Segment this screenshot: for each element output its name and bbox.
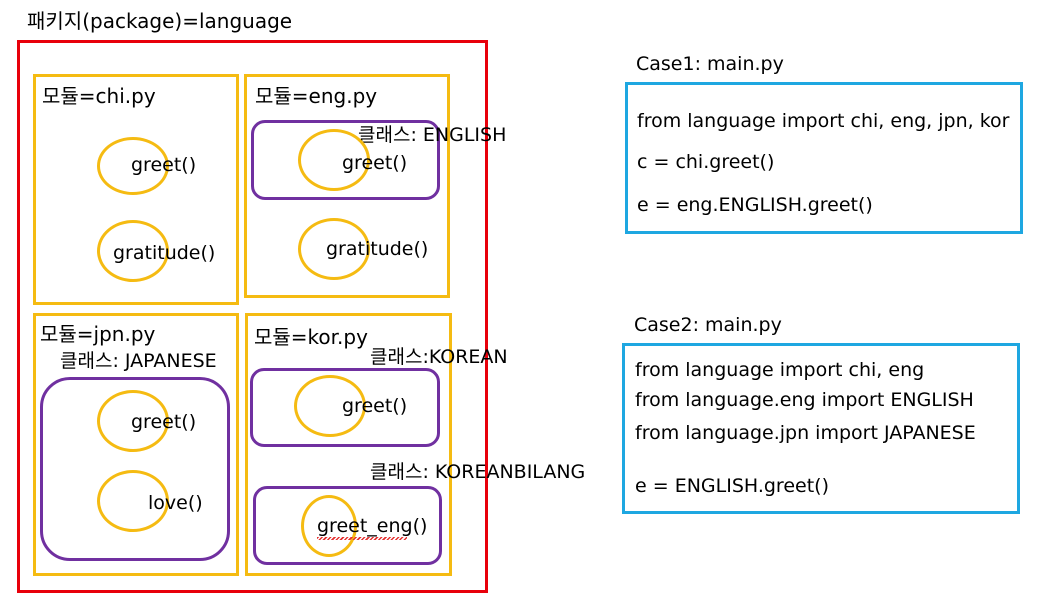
package-title: 패키지(package)=language: [27, 9, 293, 33]
spellcheck-underline: [317, 537, 407, 540]
case2-title: Case2: main.py: [634, 314, 782, 336]
method-label: greet(): [131, 411, 197, 433]
module-kor-box: [245, 313, 452, 576]
module-eng-label: 모듈=eng.py: [255, 84, 378, 108]
case1-line: from language import chi, eng, jpn, kor: [637, 110, 1010, 132]
function-node: [298, 218, 370, 280]
method-node: [294, 375, 366, 437]
module-chi-box: [33, 74, 239, 305]
function-label: gratitude(): [113, 242, 216, 264]
method-node: [298, 129, 370, 191]
module-kor-label: 모듈=kor.py: [254, 325, 368, 349]
case1-box: [625, 82, 1023, 234]
class-english-label: 클래스: ENGLISH: [358, 124, 507, 146]
method-label: greet(): [342, 152, 408, 174]
class-english-box: [251, 120, 440, 200]
case1-title: Case1: main.py: [636, 53, 784, 75]
class-japanese-box: [40, 377, 230, 561]
method-label: greet_eng(): [317, 515, 428, 537]
case2-box: [622, 343, 1020, 514]
class-korean-label: 클래스:KOREAN: [370, 346, 508, 368]
case2-line: e = ENGLISH.greet(): [635, 475, 829, 497]
case1-line: c = chi.greet(): [637, 151, 775, 173]
method-node: [301, 495, 357, 557]
method-label: love(): [148, 492, 203, 514]
module-chi-label: 모듈=chi.py: [42, 84, 156, 108]
method-label: greet(): [342, 395, 408, 417]
module-jpn-box: [33, 313, 239, 576]
class-korean-box: [250, 368, 440, 447]
case1-line: e = eng.ENGLISH.greet(): [637, 194, 873, 216]
module-jpn-label: 모듈=jpn.py: [40, 322, 156, 346]
case2-line: from language.eng import ENGLISH: [635, 389, 974, 411]
package-box: [17, 40, 488, 593]
method-node: [97, 470, 169, 532]
case2-line: from language.jpn import JAPANESE: [635, 422, 976, 444]
function-label: greet(): [131, 154, 197, 176]
class-koreanbilang-label: 클래스: KOREANBILANG: [370, 461, 586, 483]
function-node: [97, 137, 169, 195]
class-japanese-label: 클래스: JAPANESE: [60, 350, 217, 372]
case2-line: from language import chi, eng: [635, 359, 925, 381]
function-label: gratitude(): [326, 238, 429, 260]
module-eng-box: [244, 74, 450, 298]
function-node: [97, 220, 169, 282]
class-koreanbilang-box: [253, 486, 442, 565]
method-node: [97, 390, 169, 452]
